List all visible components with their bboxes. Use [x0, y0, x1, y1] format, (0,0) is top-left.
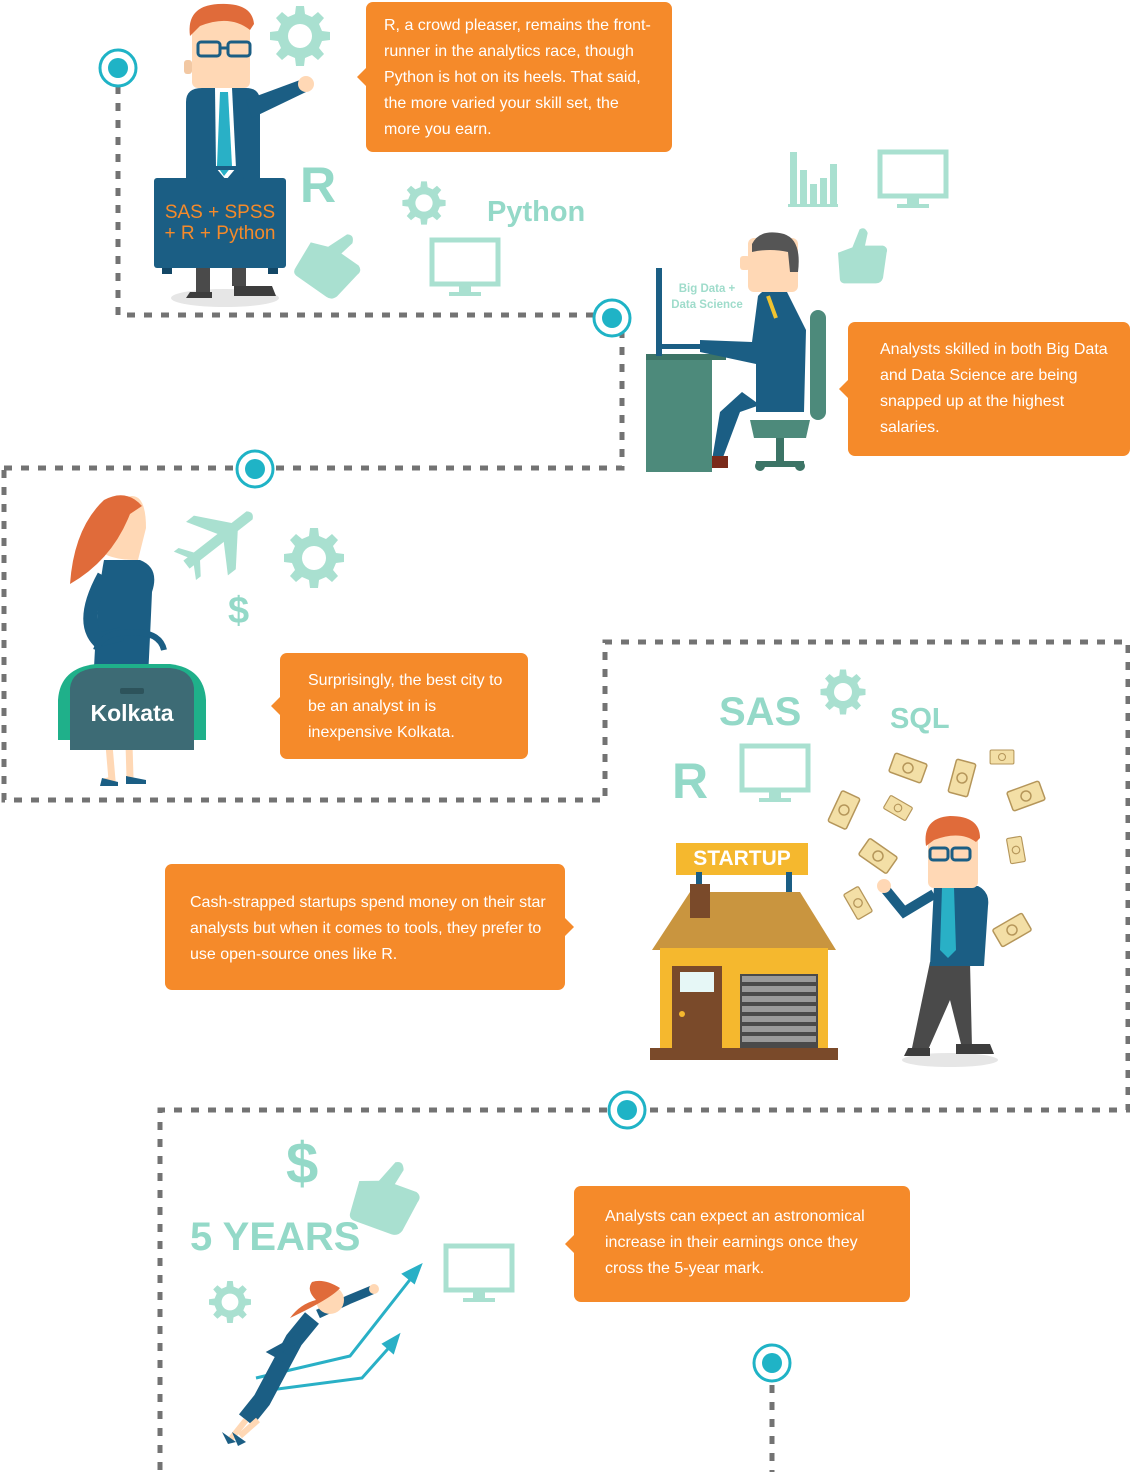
money-bill-icon [842, 885, 874, 921]
thumbs-up-icon [290, 218, 375, 305]
money-bill-icon [989, 749, 1015, 765]
gear-icon [820, 669, 866, 715]
money-bill-icon [1005, 780, 1047, 812]
python-label: Python [487, 196, 586, 228]
screen-label-line-2: Data Science [671, 299, 743, 311]
timeline-node-icon [607, 1090, 647, 1130]
startup-sign-label: STARTUP [693, 847, 791, 870]
tools-caption-bubble: R, a crowd pleaser, remains the front-ru… [357, 2, 672, 152]
sas-label: SAS [719, 690, 802, 734]
experience-caption: Analysts can expect an astronomical incr… [605, 1208, 865, 1277]
city-caption-bubble: Surprisingly, the best city to be an ana… [271, 653, 528, 759]
gear-icon [284, 528, 344, 588]
woman-with-bag [58, 495, 206, 786]
flying-woman [222, 1280, 379, 1446]
timeline-node-icon [752, 1343, 792, 1383]
money-bill-icon [882, 794, 914, 822]
gear-icon [270, 6, 330, 66]
gear-icon [209, 1281, 251, 1323]
briefcase-skills-line-2: + R + Python [164, 223, 276, 244]
analyst-with-briefcase [154, 3, 314, 307]
timeline-path [0, 86, 1130, 1472]
thumbs-up-icon [838, 228, 888, 284]
airplane-icon [173, 511, 253, 581]
r-label-startup: R [672, 753, 709, 809]
five-years-label: 5 YEARS [190, 1215, 361, 1259]
bar-chart-icon [788, 152, 838, 207]
money-bill-icon [857, 837, 899, 875]
analyst-at-desk [646, 232, 826, 472]
monitor-icon [880, 152, 946, 208]
startups-caption-bubble: Cash-strapped startups spend money on th… [165, 864, 574, 990]
tools-caption: R, a crowd pleaser, remains the front-ru… [384, 17, 651, 138]
bag-city-label: Kolkata [90, 700, 174, 726]
sql-label: SQL [890, 703, 950, 735]
dollar-icon: $ [286, 1131, 319, 1196]
startup-building [650, 843, 838, 1060]
screen-label-line-1: Big Data + [678, 283, 736, 295]
timeline-node-icon [592, 298, 632, 338]
briefcase-skills-line-1: SAS + SPSS [164, 202, 276, 223]
gear-icon [402, 181, 446, 225]
city-caption: Surprisingly, the best city to be an ana… [308, 672, 503, 741]
analyst-with-money [877, 816, 998, 1067]
experience-caption-bubble: Analysts can expect an astronomical incr… [565, 1186, 910, 1302]
money-bill-icon [947, 758, 977, 798]
startups-caption: Cash-strapped startups spend money on th… [190, 894, 546, 963]
big-data-caption: Analysts skilled in both Big Data and Da… [880, 341, 1108, 436]
timeline-node-icon [98, 48, 138, 88]
money-bill-icon [887, 752, 929, 784]
monitor-icon [446, 1246, 512, 1302]
monitor-icon [432, 240, 498, 296]
monitor-icon [742, 746, 808, 802]
timeline-node-icon [235, 449, 275, 489]
dollar-icon: $ [228, 590, 250, 632]
money-bill-icon [991, 912, 1033, 948]
r-label: R [300, 157, 337, 213]
money-bill-icon [827, 789, 861, 831]
money-bill-icon [1005, 835, 1027, 865]
big-data-caption-bubble: Analysts skilled in both Big Data and Da… [839, 322, 1130, 456]
